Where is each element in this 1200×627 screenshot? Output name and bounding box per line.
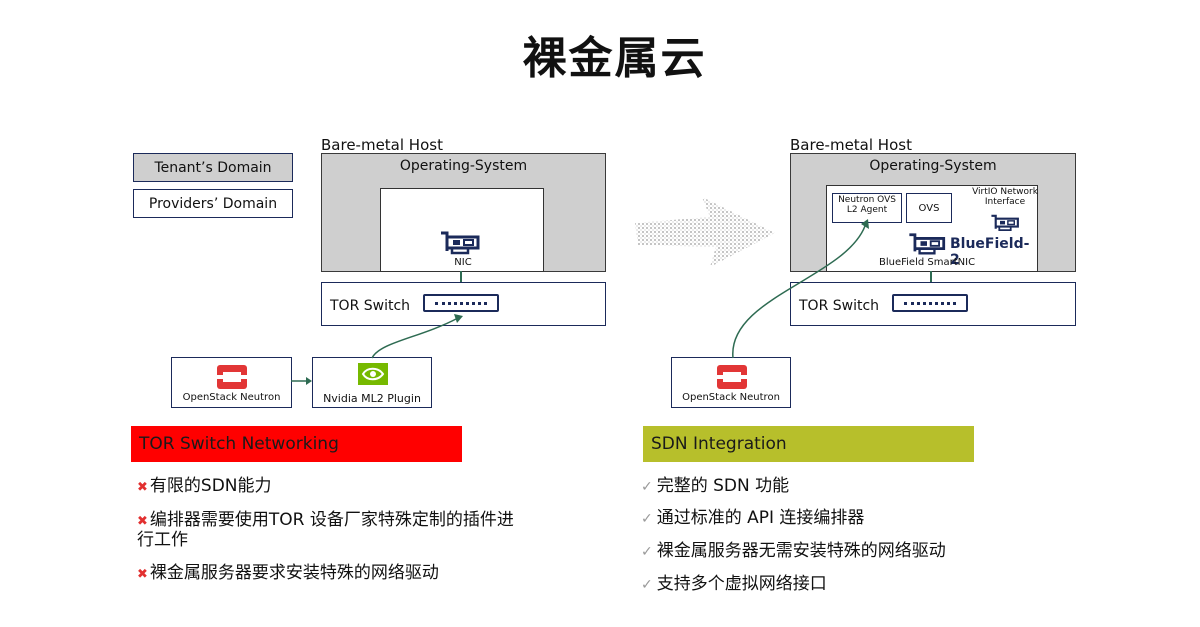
smartnic-label: BlueField SmartNIC	[879, 257, 976, 268]
right-openstack-box: OpenStack Neutron	[671, 357, 791, 408]
left-bullet-1: ✖有限的SDN能力	[137, 476, 272, 496]
x-icon: ✖	[137, 567, 148, 582]
left-bullet-3: ✖裸金属服务器要求安装特殊的网络驱动	[137, 563, 439, 583]
ovs-box: OVS	[906, 193, 952, 223]
transition-arrow-icon	[635, 197, 775, 267]
bluefield-nic-icon	[909, 233, 946, 255]
nic-icon	[441, 231, 480, 255]
left-switch-icon	[423, 294, 499, 312]
left-plugin-link	[371, 314, 463, 359]
virtio-label: VirtIO Network Interface	[972, 187, 1038, 207]
left-openstack-box: OpenStack Neutron	[171, 357, 292, 408]
left-tor-label: TOR Switch	[330, 298, 411, 314]
right-switch-icon	[892, 294, 968, 312]
plugin-label: Nvidia ML2 Plugin	[323, 392, 421, 405]
plugin-box: Nvidia ML2 Plugin	[312, 357, 432, 408]
openstack-logo-icon	[717, 365, 747, 389]
x-icon: ✖	[137, 480, 148, 495]
left-nic-container: NIC	[380, 188, 544, 272]
right-bullet-1: ✓完整的 SDN 功能	[641, 476, 790, 496]
right-openstack-label: OpenStack Neutron	[682, 392, 780, 403]
left-host-label: Bare-metal Host	[321, 136, 443, 154]
virtio-nic-icon	[991, 214, 1019, 232]
right-host-label: Bare-metal Host	[790, 136, 912, 154]
page-title: 裸金属云	[522, 33, 707, 84]
right-tor-switch-box: TOR Switch	[790, 282, 1076, 326]
left-openstack-label: OpenStack Neutron	[182, 392, 281, 403]
left-bullet-2: ✖编排器需要使用TOR 设备厂家特殊定制的插件进	[137, 510, 514, 530]
right-nic-link	[930, 271, 932, 292]
right-openstack-link	[732, 219, 869, 359]
x-icon: ✖	[137, 514, 148, 529]
right-os-label: Operating-System	[869, 158, 997, 174]
left-nic-link	[460, 271, 462, 292]
openstack-logo-icon	[217, 365, 247, 389]
bluefield-label: BlueField-2	[950, 236, 1030, 268]
legend-providers-domain: Providers’ Domain	[133, 189, 293, 218]
check-icon: ✓	[641, 544, 653, 560]
legend-tenant-domain: Tenant’s Domain	[133, 153, 293, 182]
bluefield-container: Neutron OVS L2 Agent OVS VirtIO Network …	[826, 185, 1038, 272]
right-section-title: SDN Integration	[643, 426, 974, 462]
check-icon: ✓	[641, 511, 653, 527]
left-os-label: Operating-System	[399, 158, 528, 174]
nvidia-logo-icon	[358, 363, 388, 385]
neutron-agent-box: Neutron OVS L2 Agent	[832, 193, 902, 223]
check-icon: ✓	[641, 479, 653, 495]
left-section-title: TOR Switch Networking	[131, 426, 462, 462]
right-bullet-4: ✓支持多个虚拟网络接口	[641, 574, 827, 594]
left-tor-switch-box: TOR Switch	[321, 282, 606, 326]
arrow-icon	[291, 377, 312, 385]
right-tor-label: TOR Switch	[799, 298, 880, 314]
left-bullet-2-cont: 行工作	[137, 530, 188, 550]
nic-label: NIC	[454, 257, 472, 268]
right-bullet-2: ✓通过标准的 API 连接编排器	[641, 508, 865, 528]
right-bullet-3: ✓裸金属服务器无需安装特殊的网络驱动	[641, 541, 946, 561]
check-icon: ✓	[641, 577, 653, 593]
